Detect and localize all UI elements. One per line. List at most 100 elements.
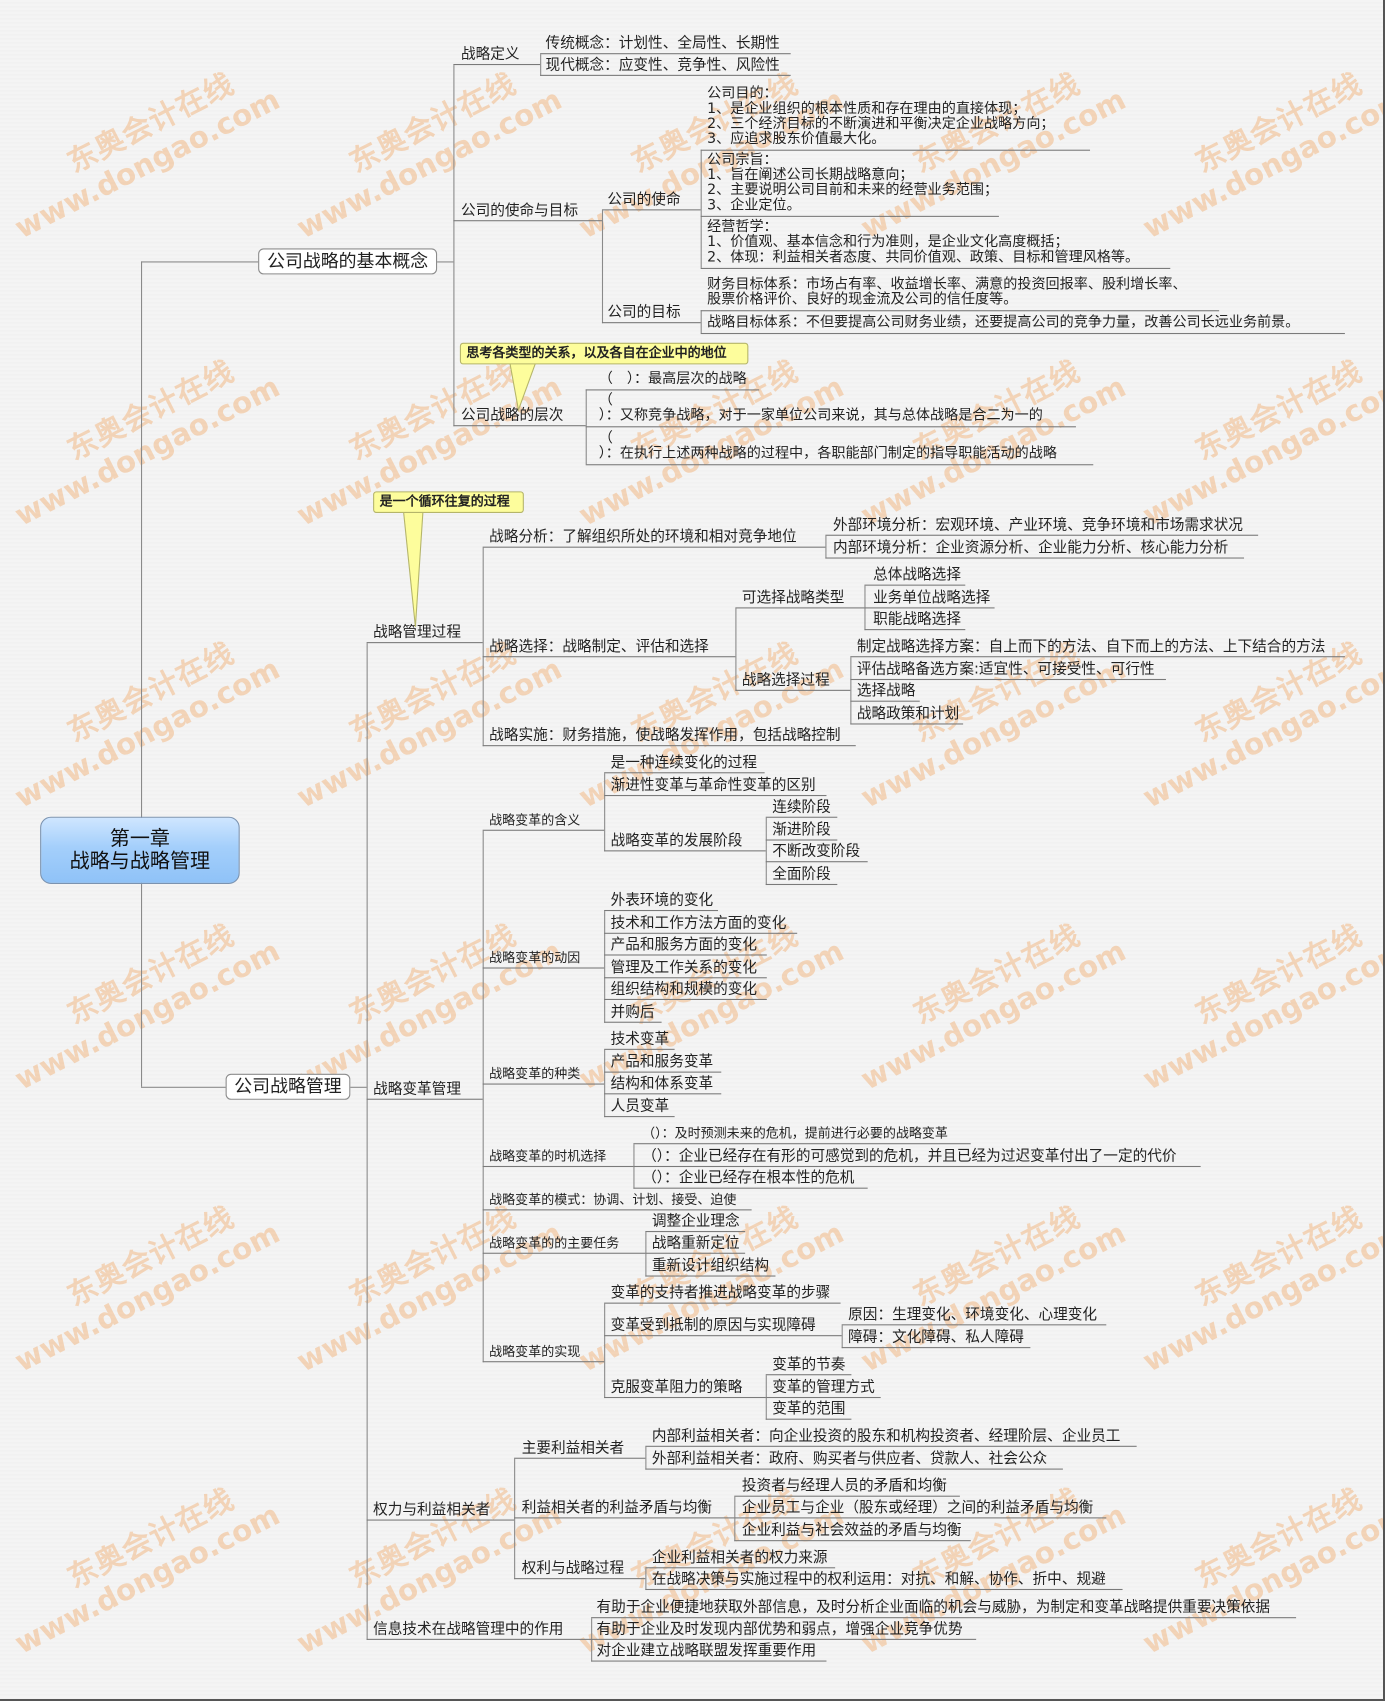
topic-basics-levels-label: 公司战略的层次 [453,407,586,427]
branch-connector [453,65,455,427]
branch-connector [825,535,827,559]
topic-text-line: 2、体现：利益相关者态度、共同价值观、政策、目标和管理风格等。 [707,249,1140,266]
branch-connector [735,608,737,691]
main-topic-strategic-management: 公司战略管理 [225,1073,351,1100]
topic-management-stakeholders-conflicts-label: 利益相关者的利益矛盾与均衡 [514,1499,735,1519]
branch-connector [734,1496,736,1542]
topic-basics-definition-item-0: 传统概念：计划性、全局性、长期性 [540,35,791,55]
topic-management-change-causes-item-3: 管理及工作关系的变化 [604,959,767,979]
topic-management-process-choice-types-item-0: 总体战略选择 [864,566,966,586]
callout-levels-note: 思考各类型的关系，以及各自在企业中的地位 [459,342,749,365]
topic-management-process-choice-types-label: 可选择战略类型 [735,589,865,609]
topic-management-change-realization-resistance-item-0: 原因：生理变化、环境变化、心理变化 [841,1306,1107,1326]
topic-management-change-meaning-stages-item-3: 全面阶段 [765,866,838,886]
topic-management-process-analysis-label: 战略分析：了解组织所处的环境和相对竞争地位 [482,528,826,548]
topic-basics-mission_goals-mission-tenet: 公司宗旨：1、旨在阐述公司长期战略意向；2、主要说明公司目前和未来的经营业务范围… [700,151,999,217]
topic-management-change-meaning-stages-item-1: 渐进阶段 [765,821,838,841]
topic-management-stakeholders-label: 权力与利益相关者 [366,1501,515,1521]
topic-management-process-label: 战略管理过程 [366,624,483,644]
topic-management-change-meaning-label: 战略变革的含义 [482,811,605,831]
topic-management-change-timing-item-2: （）：企业已经存在根本性的危机 [633,1169,868,1189]
root-connector [140,1086,226,1088]
topic-management-change-meaning-stages-item-0: 连续阶段 [765,798,838,818]
topic-management-change-types-item-2: 结构和体系变革 [604,1075,722,1095]
topic-text-line: 3、应追求股东价值最大化。 [707,131,886,148]
central-topic-title: 战略与战略管理 [69,850,211,874]
topic-text-line: （ [598,430,613,447]
topic-management-change-tasks-item-2: 重新设计组织结构 [645,1257,776,1277]
topic-management-stakeholders-power-item-1: 在战略决策与实施过程中的权利运用：对抗、和解、协作、折中、规避 [645,1571,1123,1591]
topic-management-process-choice-types-item-2: 职能战略选择 [864,611,966,631]
topic-management-stakeholders-conflicts-item-2: 企业利益与社会效益的矛盾与均衡 [734,1522,971,1542]
callout-tail-process [402,510,424,627]
topic-management-change-causes-item-2: 产品和服务方面的变化 [604,936,767,956]
topic-management-change-causes-item-0: 外表环境的变化 [604,892,719,912]
topic-management-stakeholders-main-item-0: 内部利益相关者：向企业投资的股东和机构投资者、经理阶层、企业员工 [645,1427,1137,1447]
topic-basics-mission_goals-label: 公司的使命与目标 [453,202,602,222]
topic-management-change-types-label: 战略变革的种类 [482,1065,605,1085]
topic-text-line: 1、价值观、基本信念和行为准则，是企业文化高度概括； [707,234,1069,251]
main-topic-strategy-basics: 公司战略的基本概念 [258,248,438,275]
topic-basics-definition-item-1: 现代概念：应变性、竞争性、风险性 [540,56,791,76]
topic-management-it-item-0: 有助于企业便捷地获取外部信息，及时分析企业面临的机会与威胁，为制定和变革战略提供… [591,1599,1297,1619]
topic-basics-mission_goals-goals-strategic: 战略目标体系：不但要提高公司财务业绩，还要提高公司的竞争力量，改善公司长远业务前… [700,314,1345,335]
root-connector [140,261,259,263]
topic-management-it-label: 信息技术在战略管理中的作用 [366,1620,592,1640]
branch-connector [366,643,368,1640]
branch-connector [850,657,852,725]
topic-management-change-timing-item-1: （）：企业已经存在有形的可感觉到的危机，并且已经为过迟变革付出了一定的代价 [633,1148,1201,1168]
topic-text-line: 1、是企业组织的根本性质和存在理由的直接体现； [707,100,1027,118]
topic-management-process-choice-process-item-2: 选择战略 [850,682,920,702]
topic-text-line: 公司宗旨： [707,151,778,169]
branch-connector [645,1446,647,1470]
topic-text-line: 财务目标体系：市场占有率、收益增长率、满意的投资回报率、股利增长率、 [707,276,1187,293]
topic-text-line: 战略目标体系：不但要提高公司财务业绩，还要提高公司的竞争力量，改善公司长远业务前… [707,314,1300,331]
management-connector [350,1086,367,1088]
topic-basics-levels-item-1: （）：又称竞争战略，对于一家单位公司来说，其与总体战略是合二为一的 [585,392,1076,428]
topic-management-change-realization-steps: 变革的支持者推进战略变革的步骤 [604,1284,841,1304]
branch-connector [604,911,606,1023]
callout-process-note: 是一个循环往复的过程 [373,491,524,514]
branch-connector [601,210,604,324]
topic-management-process-choice-process-item-3: 战略政策和计划 [850,705,964,725]
branch-connector [482,547,484,747]
topic-management-change-tasks-item-0: 调整企业理念 [645,1213,746,1233]
topic-management-process-implementation: 战略实施：财务措施，使战略发挥作用，包括战略控制 [482,727,856,747]
topic-management-stakeholders-main-label: 主要利益相关者 [514,1439,646,1459]
topic-basics-mission_goals-mission-philosophy: 经营哲学：1、价值观、基本信念和行为准则，是企业文化高度概括；2、体现：利益相关… [700,219,1171,269]
topic-management-change-types-item-1: 产品和服务变革 [604,1053,722,1073]
branch-connector [482,830,484,1363]
topic-management-process-analysis-item-0: 外部环境分析：宏观环境、产业环境、竞争环境和市场需求状况 [825,516,1259,536]
topic-management-process-analysis-item-1: 内部环境分析：企业资源分析、企业能力分析、核心能力分析 [825,539,1245,559]
topic-management-change-tasks-item-1: 战略重新定位 [645,1234,746,1254]
topic-basics-mission_goals-mission-purpose: 公司目的：1、是企业组织的根本性质和存在理由的直接体现；2、三个经济目标的不断演… [700,86,1091,151]
topic-management-change-causes-item-1: 技术和工作方法方面的变化 [604,914,798,934]
topic-management-change-meaning-stages-item-2: 不断改变阶段 [765,843,868,863]
topic-basics-definition-label: 战略定义 [453,46,541,66]
topic-management-change-realization-label: 战略变革的实现 [482,1343,605,1363]
topic-basics-levels-item-0: （ ）：最高层次的战略 [585,371,760,391]
topic-text-line: 2、主要说明公司目前和未来的经营业务范围； [707,182,999,199]
branch-connector [604,1049,606,1118]
topic-management-stakeholders-power-item-0: 企业利益相关者的权力来源 [645,1549,836,1569]
topic-text-line: 2、三个经济目标的不断演进和平衡决定企业战略方向； [707,116,1055,133]
topic-text-line: （ [598,392,613,409]
topic-management-change-realization-overcome-item-2: 变革的范围 [765,1400,852,1420]
topic-text-line: ）：又称竞争战略，对于一家单位公司来说，其与总体战略是合二为一的 [598,407,1043,425]
basics-connector [437,261,454,263]
topic-basics-mission_goals-goals-label: 公司的目标 [601,304,701,324]
branch-connector [645,1568,647,1591]
callout-tail-levels [509,361,537,413]
branch-connector [841,1325,843,1349]
branch-connector [591,1618,593,1662]
topic-management-change-timing-label: 战略变革的时机选择 [482,1148,634,1168]
topic-management-change-meaning-stages-label: 战略变革的发展阶段 [604,832,766,852]
topic-management-change-timing-item-0: （）：及时预测未来的危机，提前进行必要的战略变革 [633,1125,971,1145]
topic-management-change-causes-label: 战略变革的动因 [482,949,605,969]
topic-management-stakeholders-power-label: 权利与战略过程 [514,1560,646,1580]
topic-management-process-choice-process-item-0: 制定战略选择方案：自上而下的方法、自下而上的方法、上下结合的方法 [850,638,1345,658]
root-connector [140,261,143,1087]
topic-management-change-meaning-item-1: 渐进性变革与革命性变革的区别 [604,777,827,797]
topic-management-process-choice-types-item-1: 业务单位战略选择 [864,589,995,609]
topic-text-line: 经营哲学： [707,219,778,236]
